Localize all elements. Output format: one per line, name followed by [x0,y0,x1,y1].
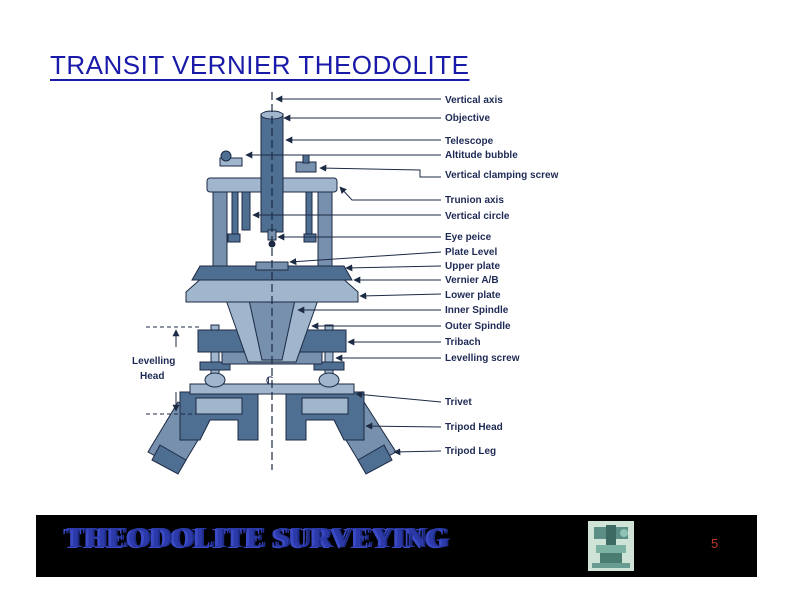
eye-piece [268,240,276,248]
label-vertical-clamping-screw: Vertical clamping screw [445,170,559,181]
label-lower-plate: Lower plate [445,290,501,301]
page-number: 5 [711,536,719,551]
levelling-head-label-1: Levelling [132,356,175,367]
label-upper-plate: Upper plate [445,261,500,272]
label-plate-level: Plate Level [445,247,497,258]
standard-left [212,189,228,267]
vertical-circle [241,187,251,231]
centerline-symbol: ℂ [266,376,273,387]
label-inner-spindle: Inner Spindle [445,305,509,316]
label-trunion-axis: Trunion axis [445,195,504,206]
levelling-head-label-2: Head [140,371,164,382]
theodolite-diagram: ℂ Levelling Head Vertical axis Objective [132,92,559,475]
levelling-head-dimension: Levelling Head [132,326,200,415]
label-tripod-leg: Tripod Leg [445,446,496,457]
instrument-illustration: ℂ [147,92,397,475]
label-tribach: Tribach [445,337,481,348]
part-labels: Vertical axis Objective Telescope Altitu… [445,95,559,457]
theodolite-thumbnail-image [588,521,634,571]
label-objective: Objective [445,113,490,124]
label-outer-spindle: Outer Spindle [445,321,511,332]
footer-heading: THEODOLITE SURVEYING [66,523,450,554]
slide-title: TRANSIT VERNIER THEODOLITE [50,50,470,80]
label-telescope: Telescope [445,136,494,147]
label-tripod-head: Tripod Head [445,422,503,433]
standard-right [317,189,333,267]
label-altitude-bubble: Altitude bubble [445,150,518,161]
label-levelling-screw: Levelling screw [445,353,520,364]
label-eye-piece: Eye peice [445,232,492,243]
label-vertical-circle: Vertical circle [445,211,510,222]
leader-lines [245,95,442,456]
label-trivet: Trivet [445,397,472,408]
label-vernier-ab: Vernier A/B [445,275,499,286]
label-vertical-axis: Vertical axis [445,95,503,106]
footer-bar: THEODOLITE SURVEYING 5 [36,515,757,577]
